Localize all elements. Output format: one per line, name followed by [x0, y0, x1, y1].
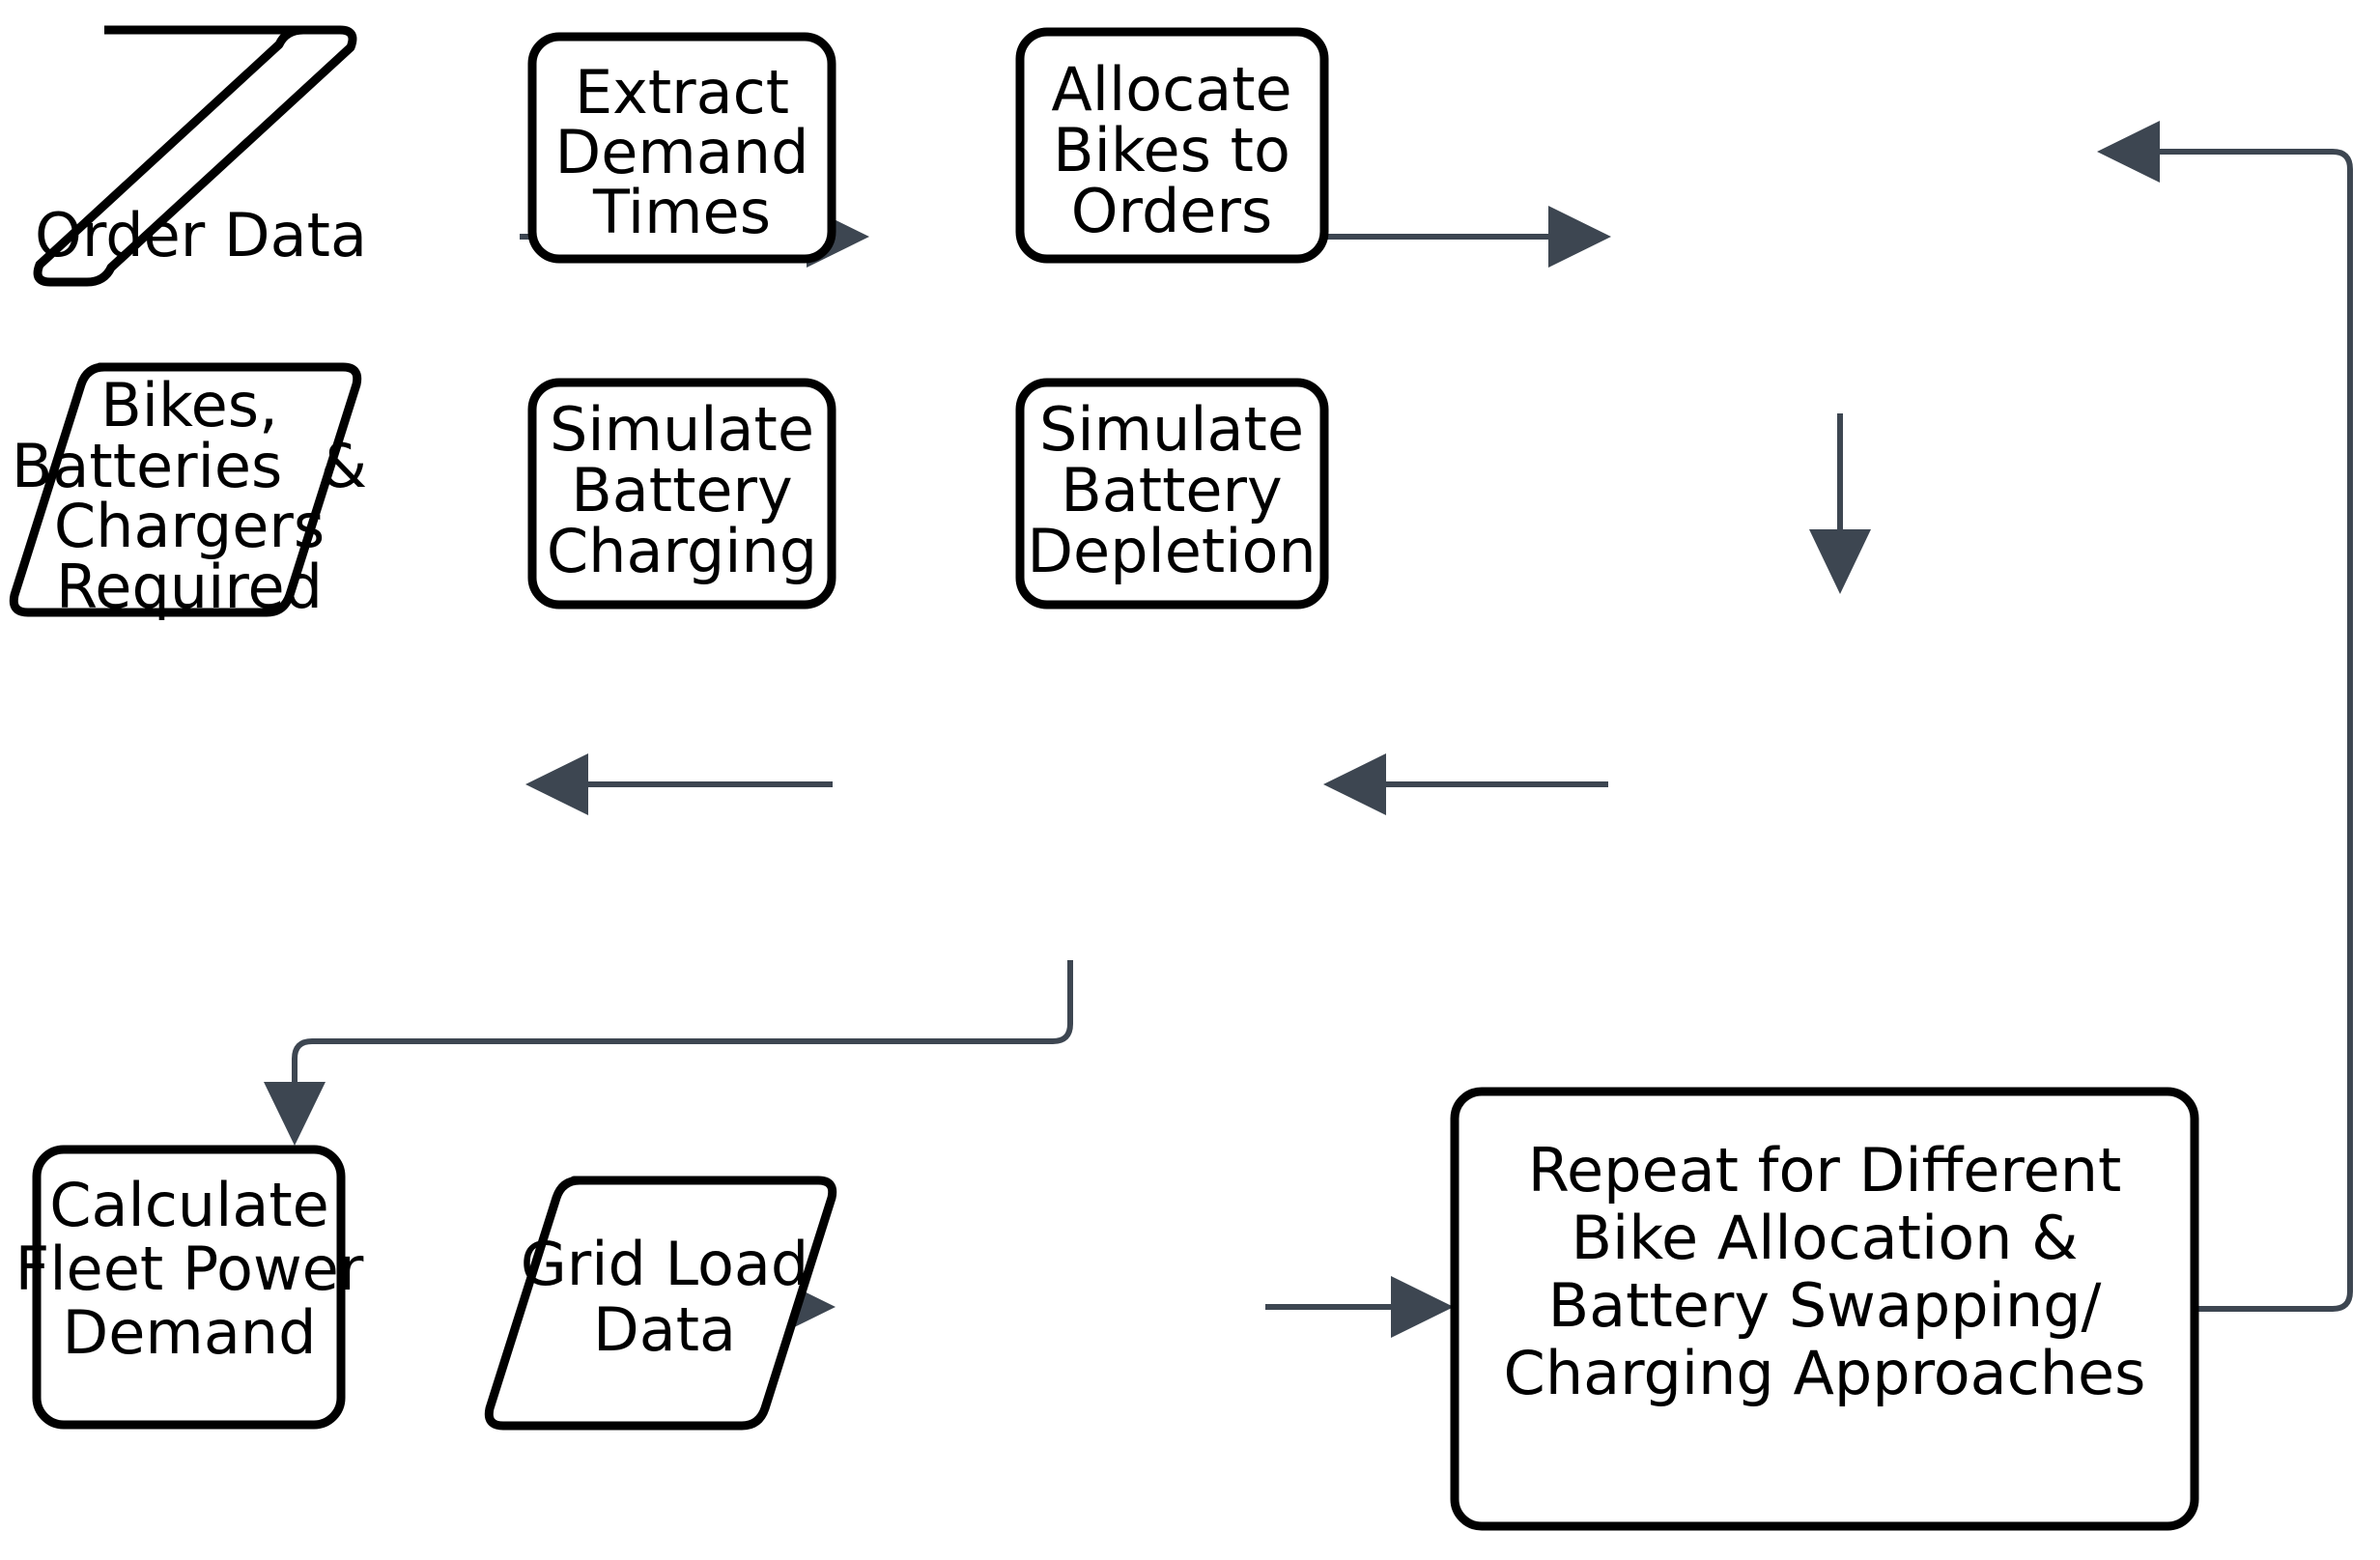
node-order-data-line-0: Order Data: [35, 200, 367, 270]
edge-extract-to-allocate: [1312, 206, 1611, 268]
node-repeat-line-2: Battery Swapping/: [1548, 1270, 2102, 1341]
edge-simulate-charging-to-bikes-batteries: [525, 753, 833, 815]
node-extract-demand-times-line-2: Times: [592, 177, 771, 247]
node-calculate-fleet-power-demand[interactable]: Calculate Fleet Power Demand: [15, 1145, 364, 1430]
node-bikes-line-2: Chargers: [54, 491, 325, 561]
node-grid-load-data-line-0: Grid Load: [521, 1229, 809, 1299]
node-grid-load-data[interactable]: Grid Load Data: [484, 1176, 837, 1431]
node-repeat-line-1: Bike Allocation &: [1571, 1203, 2078, 1273]
node-simulate-charging-line-1: Battery: [571, 455, 792, 525]
node-simulate-charging-line-0: Simulate: [550, 394, 814, 465]
node-bikes-line-0: Bikes,: [100, 370, 278, 440]
node-bikes-line-1: Batteries &: [12, 431, 367, 501]
node-repeat-line-0: Repeat for Different: [1528, 1135, 2122, 1205]
node-bikes-line-3: Required: [56, 552, 323, 622]
edge-allocate-to-simulate-depletion: [1809, 413, 1871, 594]
node-simulate-battery-depletion[interactable]: Simulate Battery Depletion: [1015, 378, 1329, 610]
node-simulate-depletion-line-1: Battery: [1061, 455, 1282, 525]
node-repeat-line-3: Charging Approaches: [1504, 1338, 2146, 1408]
node-order-data[interactable]: Order Data: [33, 25, 367, 287]
node-simulate-charging-line-2: Charging: [547, 516, 817, 586]
edge-simulate-depletion-to-simulate-charging: [1323, 753, 1608, 815]
node-allocate-bikes-line-1: Bikes to: [1053, 115, 1290, 185]
node-extract-demand-times-line-1: Demand: [555, 117, 809, 187]
edge-simulate-charging-to-calculate-fleet-power: [264, 960, 1073, 1146]
node-allocate-bikes-line-2: Orders: [1071, 176, 1273, 246]
node-simulate-depletion-line-0: Simulate: [1039, 394, 1304, 465]
edge-repeat-feedback-to-allocate: [2097, 121, 2353, 1312]
node-grid-load-data-line-1: Data: [593, 1294, 736, 1365]
node-calculate-fleet-power-line-2: Demand: [63, 1297, 317, 1368]
node-extract-demand-times[interactable]: Extract Demand Times: [527, 32, 836, 264]
node-calculate-fleet-power-line-0: Calculate: [49, 1170, 329, 1240]
node-calculate-fleet-power-line-1: Fleet Power: [15, 1234, 364, 1304]
node-simulate-depletion-line-2: Depletion: [1027, 516, 1316, 586]
node-extract-demand-times-line-0: Extract: [575, 57, 789, 128]
node-allocate-bikes-to-orders[interactable]: Allocate Bikes to Orders: [1015, 27, 1329, 264]
edge-grid-load-to-repeat: [1265, 1276, 1454, 1338]
node-allocate-bikes-line-0: Allocate: [1051, 54, 1291, 125]
node-simulate-battery-charging[interactable]: Simulate Battery Charging: [527, 378, 836, 610]
node-repeat-approaches[interactable]: Repeat for Different Bike Allocation & B…: [1450, 1087, 2199, 1531]
node-bikes-batteries-chargers-required[interactable]: Bikes, Batteries & Chargers Required: [9, 362, 367, 622]
